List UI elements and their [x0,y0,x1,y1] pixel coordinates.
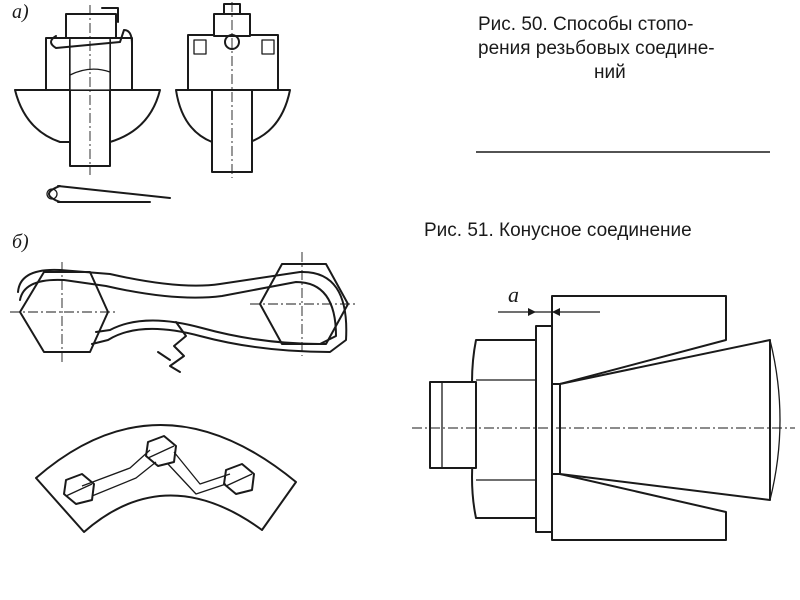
castle-top-left [65,13,117,39]
fig50-caption-line1: Рис. 50. Способы стопо- [478,14,693,35]
segment-nut-center [145,435,177,467]
cotter-pin-loose [46,185,171,203]
fig51-conical-joint [412,295,795,541]
wire-twist [169,321,187,373]
segment-nut-left [63,473,95,505]
fig50a-right-assembly [175,2,291,178]
lock-wire [17,268,348,353]
cotter-pin-installed [50,29,133,49]
fig50b-segment-plate [35,424,297,533]
label-b: б) [12,231,29,253]
threaded-end [429,381,477,469]
fig50-caption-line3: ний [594,62,626,83]
segment-plate [35,424,297,533]
dimension-label-a: a [508,282,519,307]
fig50-caption-line2: рения резьбовых соедине- [478,38,715,59]
conical-shaft [559,339,771,501]
fig50b-wire-lock [10,252,358,373]
segment-wire [81,449,231,497]
fig51-caption: Рис. 51. Конусное соединение [424,220,692,241]
washer [535,325,553,533]
label-a: а) [12,1,29,23]
fig50a-left-assembly [14,5,161,175]
nut-fig51 [471,339,537,519]
